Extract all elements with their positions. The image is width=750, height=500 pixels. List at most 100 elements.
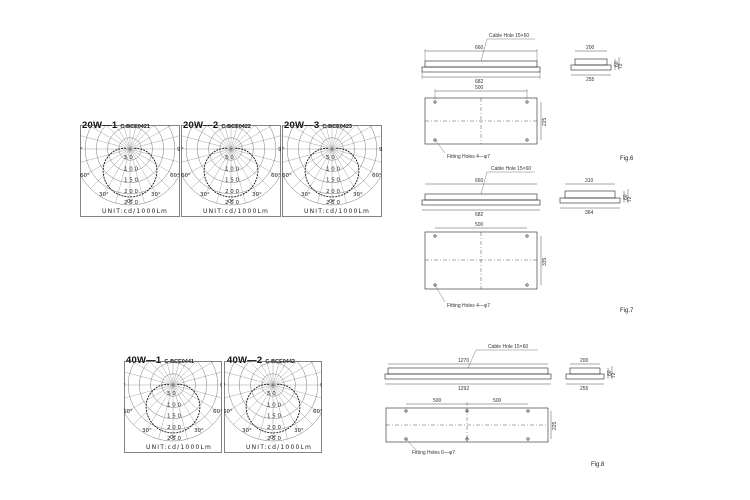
fig8-fitting-holes: Fitting Holes 6—φ7: [412, 450, 455, 456]
polar-chart-3: 5 01 0 01 5 02 0 02 5 090°90°60°60°30°30…: [282, 125, 382, 217]
angle-label-zero: 0°: [329, 199, 335, 205]
angle-label: 60°: [224, 409, 233, 415]
polar-grid: 5 01 0 01 5 02 0 02 5 090°90°60°60°30°30…: [224, 361, 322, 453]
fig8-side-height: 60: [607, 370, 613, 376]
polar-spoke: [272, 384, 322, 414]
ring-label: 5 0: [124, 155, 133, 161]
polar-spoke: [172, 361, 198, 386]
polar-spoke: [129, 148, 159, 198]
polar-spoke: [216, 148, 232, 204]
polar-spoke: [283, 148, 333, 178]
ring-label: 5 0: [267, 391, 276, 397]
angle-label: 30°: [294, 428, 304, 434]
polar-spoke: [172, 384, 202, 434]
polar-spoke: [124, 371, 174, 386]
angle-label: 90°: [177, 147, 180, 153]
fig7-label: Fig.7: [620, 308, 634, 314]
angle-label: 30°: [99, 192, 109, 198]
polar-spoke: [230, 125, 256, 150]
polar-spoke: [80, 135, 131, 150]
fig7-top-length: 660: [475, 178, 484, 184]
angle-label: 60°: [372, 173, 382, 179]
fig8-side-bottom: 255: [580, 386, 589, 392]
polar-spoke: [144, 384, 174, 434]
polar-spoke: [230, 135, 281, 150]
fig7-side-view: [559, 183, 629, 209]
polar-spoke: [182, 148, 232, 178]
angle-label: 30°: [242, 428, 252, 434]
fig7-fitting-holes: Fitting Holes 4—φ7: [447, 303, 490, 309]
polar-spoke: [292, 148, 333, 189]
fig8-top-length: 1270: [458, 358, 469, 364]
angle-label: 60°: [313, 409, 322, 415]
polar-chart-5: 5 01 0 01 5 02 0 02 5 090°90°60°60°30°30…: [224, 361, 322, 453]
polar-spoke: [272, 361, 280, 386]
angle-label: 30°: [353, 192, 363, 198]
polar-spoke: [88, 125, 131, 150]
polar-spoke: [216, 125, 232, 150]
fig6-side-top: 200: [586, 45, 595, 51]
polar-spoke: [230, 148, 271, 189]
ring-label: 2 5 0: [326, 200, 340, 206]
fig6-plan-view: [424, 89, 542, 154]
polar-spoke: [129, 148, 170, 189]
polar-grid: 5 01 0 01 5 02 0 02 5 090°90°60°60°30°30…: [181, 125, 281, 217]
polar-spoke: [331, 125, 339, 150]
ring-label: 5 0: [167, 391, 176, 397]
fig6-fitting-holes: Fitting Holes 4—φ7: [447, 154, 490, 160]
ring-label: 2 0 0: [167, 425, 181, 431]
unit-label: UNIT:cd/1000Lm: [246, 444, 312, 451]
chart-code: C-BCE0442: [265, 359, 295, 365]
polar-spoke: [272, 361, 288, 386]
angle-label: 90°: [181, 147, 184, 153]
fig8-plan-dim: 500: [433, 398, 442, 404]
angle-label: 60°: [271, 173, 281, 179]
polar-spoke: [172, 361, 188, 386]
polar-spoke: [272, 361, 298, 386]
unit-label: UNIT:cd/1000Lm: [146, 444, 212, 451]
angle-label: 30°: [252, 192, 262, 198]
polar-spoke: [148, 361, 174, 386]
ring-label: 1 0 0: [225, 166, 239, 172]
polar-spoke: [282, 135, 333, 150]
fig8-side-top: 200: [580, 358, 589, 364]
polar-spoke: [307, 125, 333, 150]
fig8-side-view: [565, 363, 613, 385]
ring-label: 1 5 0: [167, 414, 181, 420]
ring-label: 1 5 0: [267, 414, 281, 420]
polar-spoke: [258, 384, 274, 440]
polar-spoke: [331, 125, 357, 150]
polar-spoke: [230, 148, 280, 178]
polar-spoke: [189, 125, 232, 150]
polar-spoke: [172, 361, 180, 386]
angle-label: 60°: [80, 173, 90, 179]
polar-spoke: [129, 125, 145, 150]
fig8-side-height2: 72: [611, 372, 617, 378]
distribution-curve: [102, 147, 158, 198]
angle-label: 30°: [142, 428, 152, 434]
distribution-curve: [245, 383, 301, 434]
polar-spoke: [224, 125, 232, 150]
fig7-drawing: Cable Hole 15×60 660 682 310 364 60 72 5…: [421, 166, 634, 314]
angle-label-zero: 0°: [127, 199, 133, 205]
fig7-side-height: 60: [623, 194, 629, 200]
polar-spoke: [230, 125, 246, 150]
ring-label: 1 5 0: [124, 178, 138, 184]
polar-grid: 5 01 0 01 5 02 0 02 5 090°90°60°60°30°30…: [282, 125, 382, 217]
fig6-top-length: 660: [475, 45, 484, 51]
polar-grid: 5 01 0 01 5 02 0 02 5 090°90°60°60°30°30…: [124, 361, 222, 453]
polar-spoke: [272, 361, 315, 386]
polar-spoke: [115, 148, 131, 204]
polar-spoke: [233, 384, 274, 425]
angle-label-zero: 0°: [228, 199, 234, 205]
polar-spoke: [272, 384, 322, 399]
fig8-cable-hole: Cable Hole 15×60: [488, 344, 528, 350]
polar-spoke: [272, 384, 313, 425]
polar-spoke: [166, 361, 174, 386]
fig7-side-top: 310: [585, 178, 594, 184]
polar-spoke: [331, 148, 372, 189]
angle-label: 30°: [194, 428, 204, 434]
fig7-side-height2: 72: [627, 196, 633, 202]
polar-spoke: [81, 148, 131, 178]
